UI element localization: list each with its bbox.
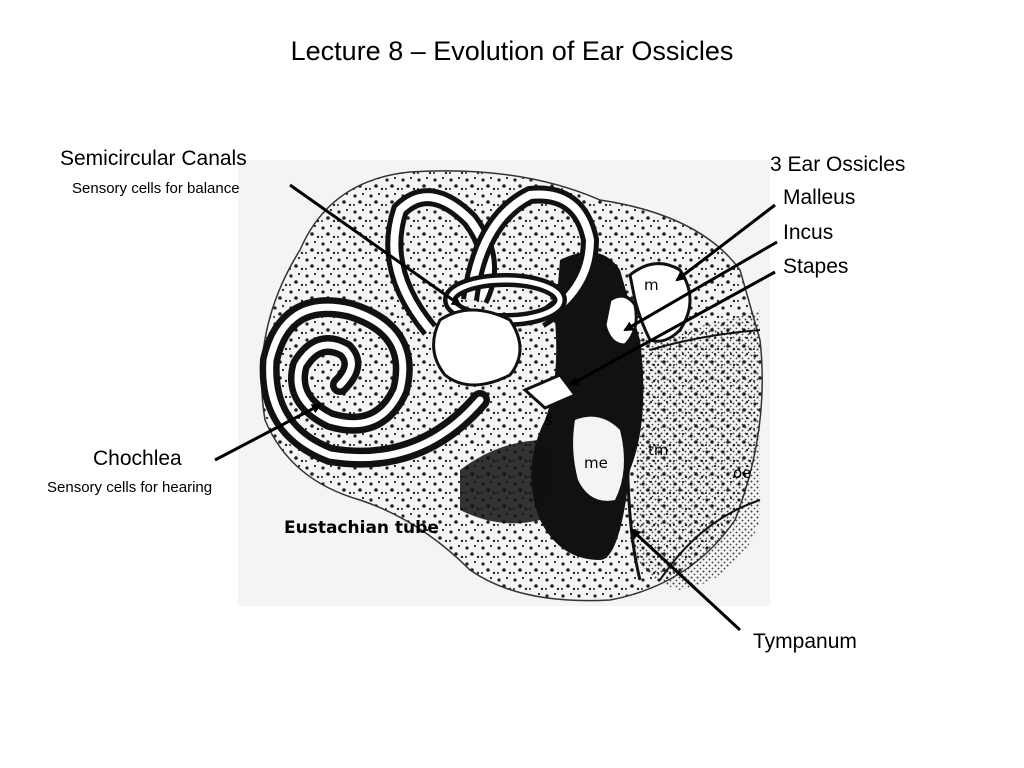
label-tm: tm — [648, 441, 669, 459]
arrow-incus — [623, 240, 778, 332]
tympanic-membrane — [626, 349, 642, 581]
eustachian-channel — [460, 440, 552, 524]
middle-ear-space — [573, 416, 624, 501]
label-oe: oe — [733, 464, 751, 482]
ossicles-heading: 3 Ear Ossicles — [770, 153, 906, 176]
arrow-stapes — [568, 270, 776, 387]
outer-ear-region — [630, 310, 760, 590]
label-eustachian: Eustachian tube — [284, 518, 439, 538]
arrow-malleus — [675, 203, 776, 282]
semicircular-canals-label: Semicircular Canals — [60, 147, 247, 170]
stapes-label: Stapes — [783, 255, 849, 278]
slide-title: Lecture 8 – Evolution of Ear Ossicles — [290, 36, 734, 66]
vestibule — [432, 308, 522, 387]
incus-label: Incus — [783, 221, 834, 244]
label-me: me — [584, 454, 608, 472]
malleus — [628, 262, 692, 343]
cochlea-desc: Sensory cells for hearing — [47, 479, 213, 496]
ear-canal-line-2 — [649, 329, 761, 351]
ear-canal-line — [659, 499, 761, 581]
tympanum-label: Tympanum — [753, 630, 857, 653]
label-m: m — [644, 276, 659, 294]
semicircular-canals-desc: Sensory cells for balance — [72, 180, 240, 197]
arrow-tympanum — [630, 528, 742, 632]
arrows — [214, 183, 778, 632]
label-s: s — [545, 411, 553, 429]
stapes — [522, 373, 578, 410]
incus — [603, 294, 638, 347]
cochlea-label: Chochlea — [93, 447, 182, 470]
malleus-label: Malleus — [783, 186, 856, 209]
arrow-semicircular — [289, 183, 462, 307]
cochlea-spiral — [259, 297, 490, 468]
arrow-cochlea — [214, 403, 322, 462]
